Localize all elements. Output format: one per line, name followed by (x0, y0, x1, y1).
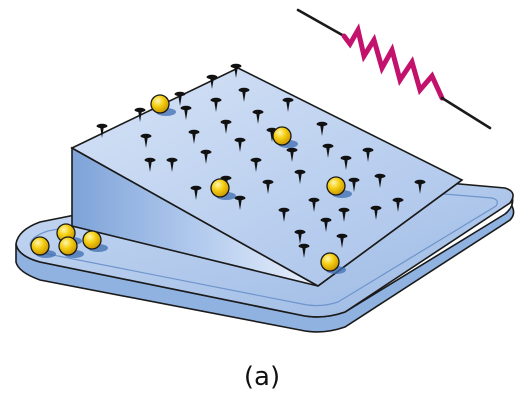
nail (286, 147, 298, 162)
nail (180, 105, 192, 120)
nail (234, 195, 246, 210)
nail (414, 179, 426, 194)
nail (188, 129, 200, 144)
nails-group (96, 63, 426, 258)
nail (262, 179, 274, 194)
nail (206, 74, 218, 89)
nail (252, 109, 264, 124)
nail (316, 121, 328, 136)
nail (340, 155, 352, 170)
nail (210, 97, 222, 112)
nail (282, 97, 294, 112)
nail (200, 149, 212, 164)
nail (392, 197, 404, 212)
nail (278, 207, 290, 222)
ball (30, 236, 56, 258)
nail (322, 143, 334, 158)
nail (362, 147, 374, 162)
nail (294, 169, 306, 184)
nail (174, 91, 186, 106)
nail (166, 157, 178, 172)
nail (250, 157, 262, 172)
nail (134, 107, 146, 122)
ball (272, 126, 298, 148)
nail (370, 205, 382, 220)
ball (82, 230, 108, 252)
figure-caption: (a) (243, 362, 281, 392)
ball (58, 236, 84, 258)
nail (348, 177, 360, 192)
nail (238, 87, 250, 102)
nail (336, 233, 348, 248)
nail (144, 157, 156, 172)
nail (234, 137, 246, 152)
nail (140, 133, 152, 148)
ball (150, 94, 176, 116)
nail (308, 197, 320, 212)
nail (320, 217, 332, 232)
nail (374, 173, 386, 188)
nail (298, 243, 310, 258)
nail (190, 185, 202, 200)
ball (210, 178, 236, 200)
ball (320, 252, 346, 274)
nail (338, 207, 350, 222)
nail (294, 229, 306, 244)
nail (96, 123, 108, 138)
nail (230, 63, 242, 78)
balls-group (30, 94, 352, 274)
ball (326, 176, 352, 198)
resistor-zigzag-icon (296, 8, 492, 130)
nail (220, 119, 232, 134)
